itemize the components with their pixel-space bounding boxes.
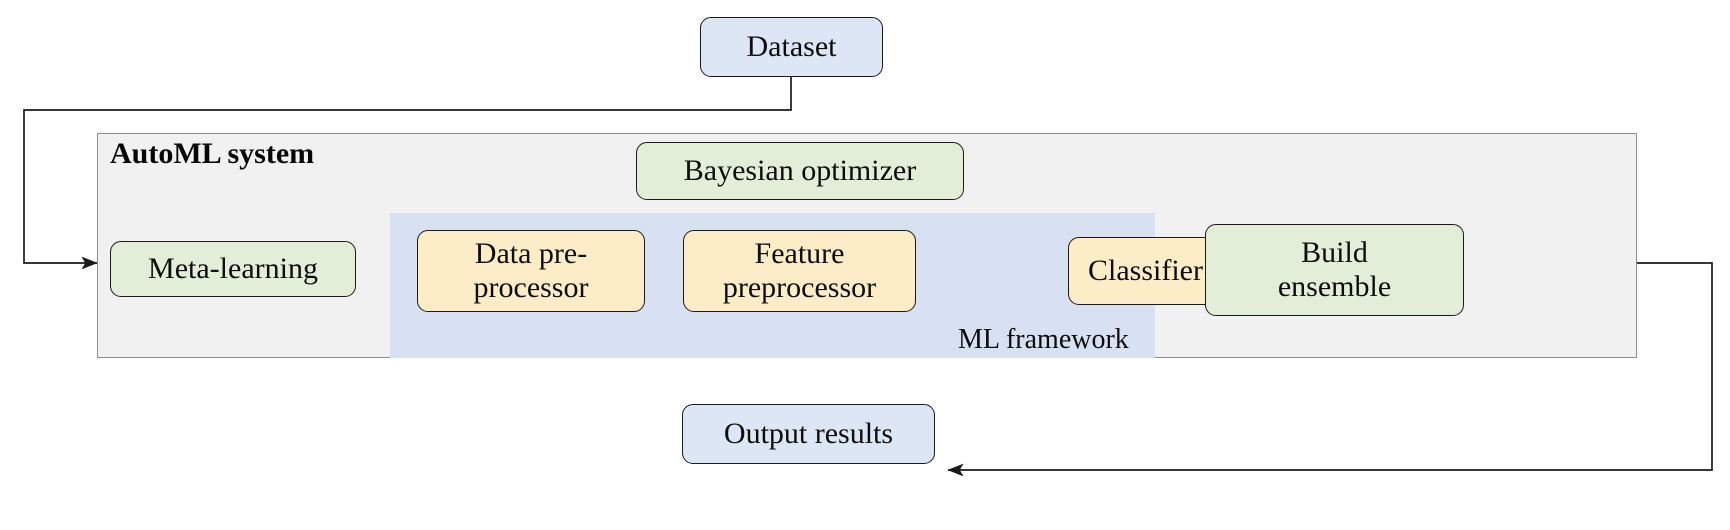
node-dataset[interactable]: Dataset [700, 17, 883, 77]
ml-framework-label: ML framework [958, 324, 1129, 355]
node-dataset-label: Dataset [746, 30, 837, 64]
node-data-preprocessor-label-line2: processor [473, 271, 589, 304]
node-output-results-label: Output results [723, 417, 894, 451]
node-feature-preprocessor-label-line1: Feature [754, 237, 845, 271]
node-bayesian-optimizer[interactable]: Bayesian optimizer [636, 142, 964, 200]
node-output-results[interactable]: Output results [682, 404, 935, 464]
node-meta-learning[interactable]: Meta-learning [110, 241, 356, 297]
node-data-preprocessor[interactable]: Data pre- processor [417, 230, 645, 312]
automl-system-title: AutoML system [110, 137, 315, 170]
node-feature-preprocessor[interactable]: Feature preprocessor [683, 230, 916, 312]
node-build-ensemble-label-line2: ensemble [1277, 270, 1392, 303]
node-bayesian-optimizer-label: Bayesian optimizer [683, 154, 917, 188]
node-build-ensemble[interactable]: Build ensemble [1205, 224, 1464, 316]
node-meta-learning-label: Meta-learning [148, 252, 318, 286]
node-build-ensemble-label-line1: Build [1301, 236, 1368, 270]
node-data-preprocessor-label-line1: Data pre- [474, 237, 588, 271]
node-classifier-label: Classifier [1088, 254, 1203, 288]
node-classifier[interactable]: Classifier [1068, 237, 1223, 305]
node-feature-preprocessor-label-line2: preprocessor [722, 271, 877, 304]
